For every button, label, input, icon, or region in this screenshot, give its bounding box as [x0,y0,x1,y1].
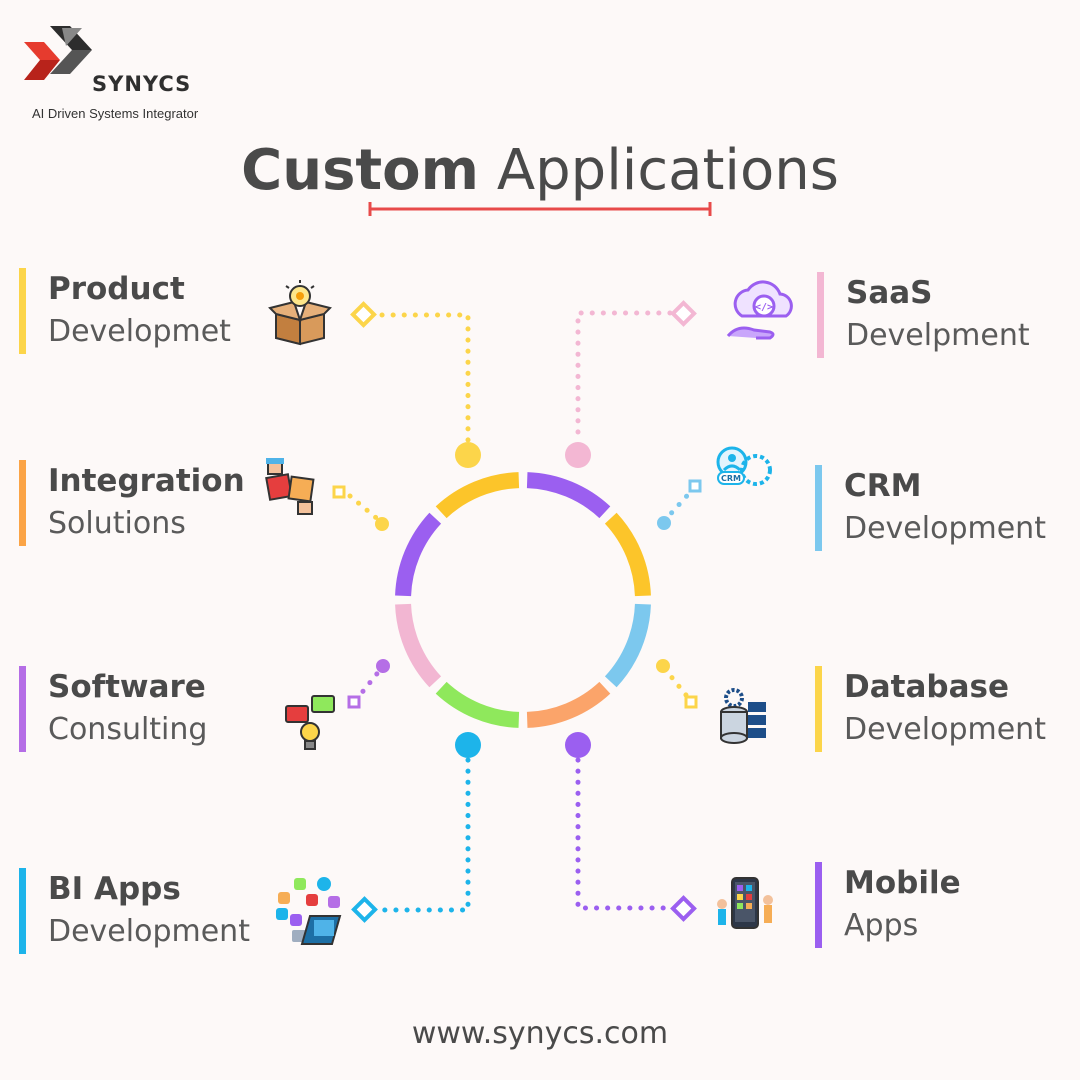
service-mobile-subtitle: Apps [844,908,919,943]
ring-segment [435,681,520,728]
connector-saas [575,310,673,443]
cloud-code-icon: </> [726,280,793,340]
diamond-bi [351,896,378,923]
brand-tagline: AI Driven Systems Integrator [32,106,199,121]
connector-integration [347,493,383,524]
mobile-app-icon [717,877,773,929]
ring-segment [526,681,611,728]
service-integration-title: Integration [48,463,245,499]
brand-logo [22,20,222,130]
title-bold: Custom [241,138,479,203]
ring-segment [395,512,442,597]
service-crm-title: CRM [844,468,922,504]
brand-name: SYNYCS [92,72,192,96]
service-bi-title: BI Apps [48,871,181,907]
node-bi [455,732,481,758]
ring-segment [526,472,611,519]
connector-bi [379,757,471,913]
service-software-title: Software [48,669,206,705]
title-light: Applications [496,138,839,203]
service-product: Product Developmet [19,268,231,354]
ring-segment [395,603,442,688]
service-database-title: Database [844,669,1009,705]
node-database [656,659,670,673]
service-bi: BI Apps Development [19,868,250,954]
connector-software [353,667,383,703]
service-integration: Integration Solutions [19,460,245,546]
square-software [347,695,361,709]
service-database-subtitle: Development [844,712,1046,747]
square-integration [332,485,346,499]
diamond-saas [670,300,697,327]
puzzle-hands-icon [265,458,315,515]
chat-bulb-icon [285,695,335,750]
connector-mobile [575,757,675,911]
service-saas: SaaS Develpment [817,272,1030,358]
connector-database [662,666,693,703]
service-crm-subtitle: Development [844,511,1046,546]
page-title: Custom Applications [0,138,1080,203]
node-saas [565,442,591,468]
connector-nodes [332,300,702,923]
connector-product [379,312,471,443]
service-software-subtitle: Consulting [48,712,208,747]
node-software [376,659,390,673]
ring-segment [604,512,651,597]
ring-segment [604,603,651,688]
service-saas-subtitle: Develpment [846,318,1030,353]
service-mobile: Mobile Apps [815,862,961,948]
service-software: Software Consulting [19,666,207,752]
svg-text:</>: </> [755,302,773,313]
service-product-title: Product [48,271,185,307]
ring-segment [435,472,520,519]
connector-crm [663,485,697,522]
service-product-subtitle: Developmet [48,314,231,349]
crm-gear-icon: CRM [716,446,772,486]
app-tiles-icon [276,877,342,945]
title-underline [368,202,712,216]
node-integration [375,517,389,531]
service-mobile-title: Mobile [844,865,961,901]
diamond-product [350,301,377,328]
center-ring [395,472,651,728]
service-crm: CRM Development [815,465,1046,551]
service-bi-subtitle: Development [48,914,250,949]
synycs-logo-icon [24,26,92,80]
node-crm [657,516,671,530]
svg-text:CRM: CRM [721,474,741,483]
node-product [455,442,481,468]
lightbulb-box-icon [268,280,332,346]
service-integration-subtitle: Solutions [48,506,186,541]
diamond-mobile [670,895,697,922]
square-crm [688,479,702,493]
footer-url: www.synycs.com [411,1016,669,1051]
service-database: Database Development [815,666,1046,752]
connectors [347,310,697,913]
node-mobile [565,732,591,758]
square-database [684,695,698,709]
database-server-icon [720,688,766,744]
service-saas-title: SaaS [846,275,933,311]
